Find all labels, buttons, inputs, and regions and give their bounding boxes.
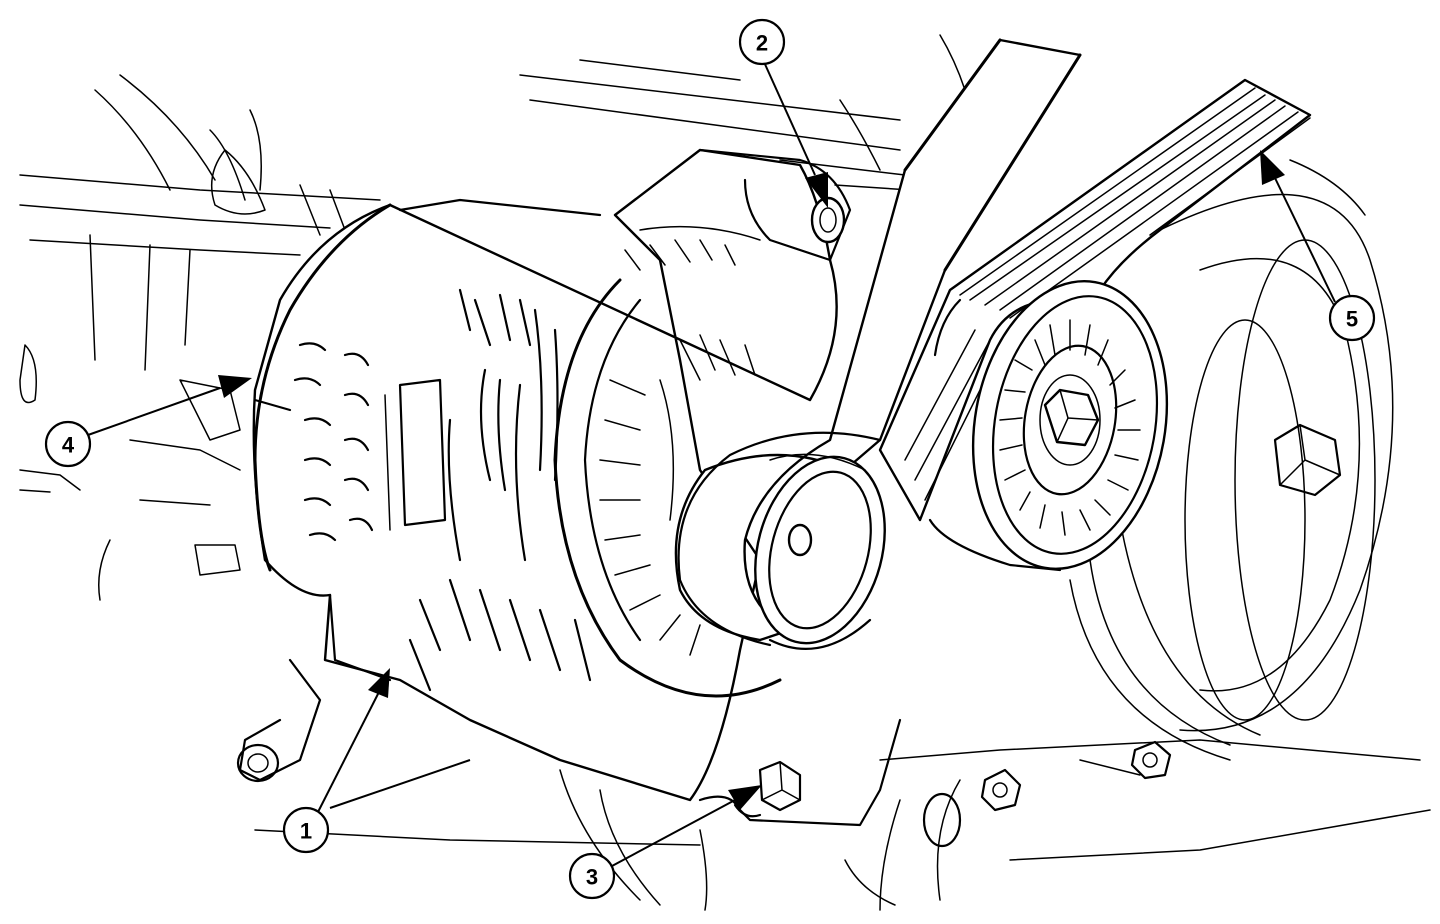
callout-1: 1 xyxy=(282,806,330,854)
alternator-pulley xyxy=(754,453,886,651)
callout-1-label: 1 xyxy=(300,819,312,844)
bolt-lower-2-icon xyxy=(1130,740,1172,780)
belt-upper-strap xyxy=(674,38,1082,647)
alternator xyxy=(252,148,911,827)
callout-4: 4 xyxy=(44,420,92,468)
callout-3: 3 xyxy=(568,852,616,900)
tensioner-pulley xyxy=(928,280,1169,572)
callout-5: 5 xyxy=(1328,294,1376,342)
callout-2-label: 2 xyxy=(756,31,768,56)
callout-2: 2 xyxy=(738,18,786,66)
callout-4-label: 4 xyxy=(62,433,75,458)
callout-5-label: 5 xyxy=(1346,307,1358,332)
callout-3-label: 3 xyxy=(586,865,598,890)
bolt-lower-1-icon xyxy=(980,768,1022,812)
callout-leaders xyxy=(87,61,1336,867)
